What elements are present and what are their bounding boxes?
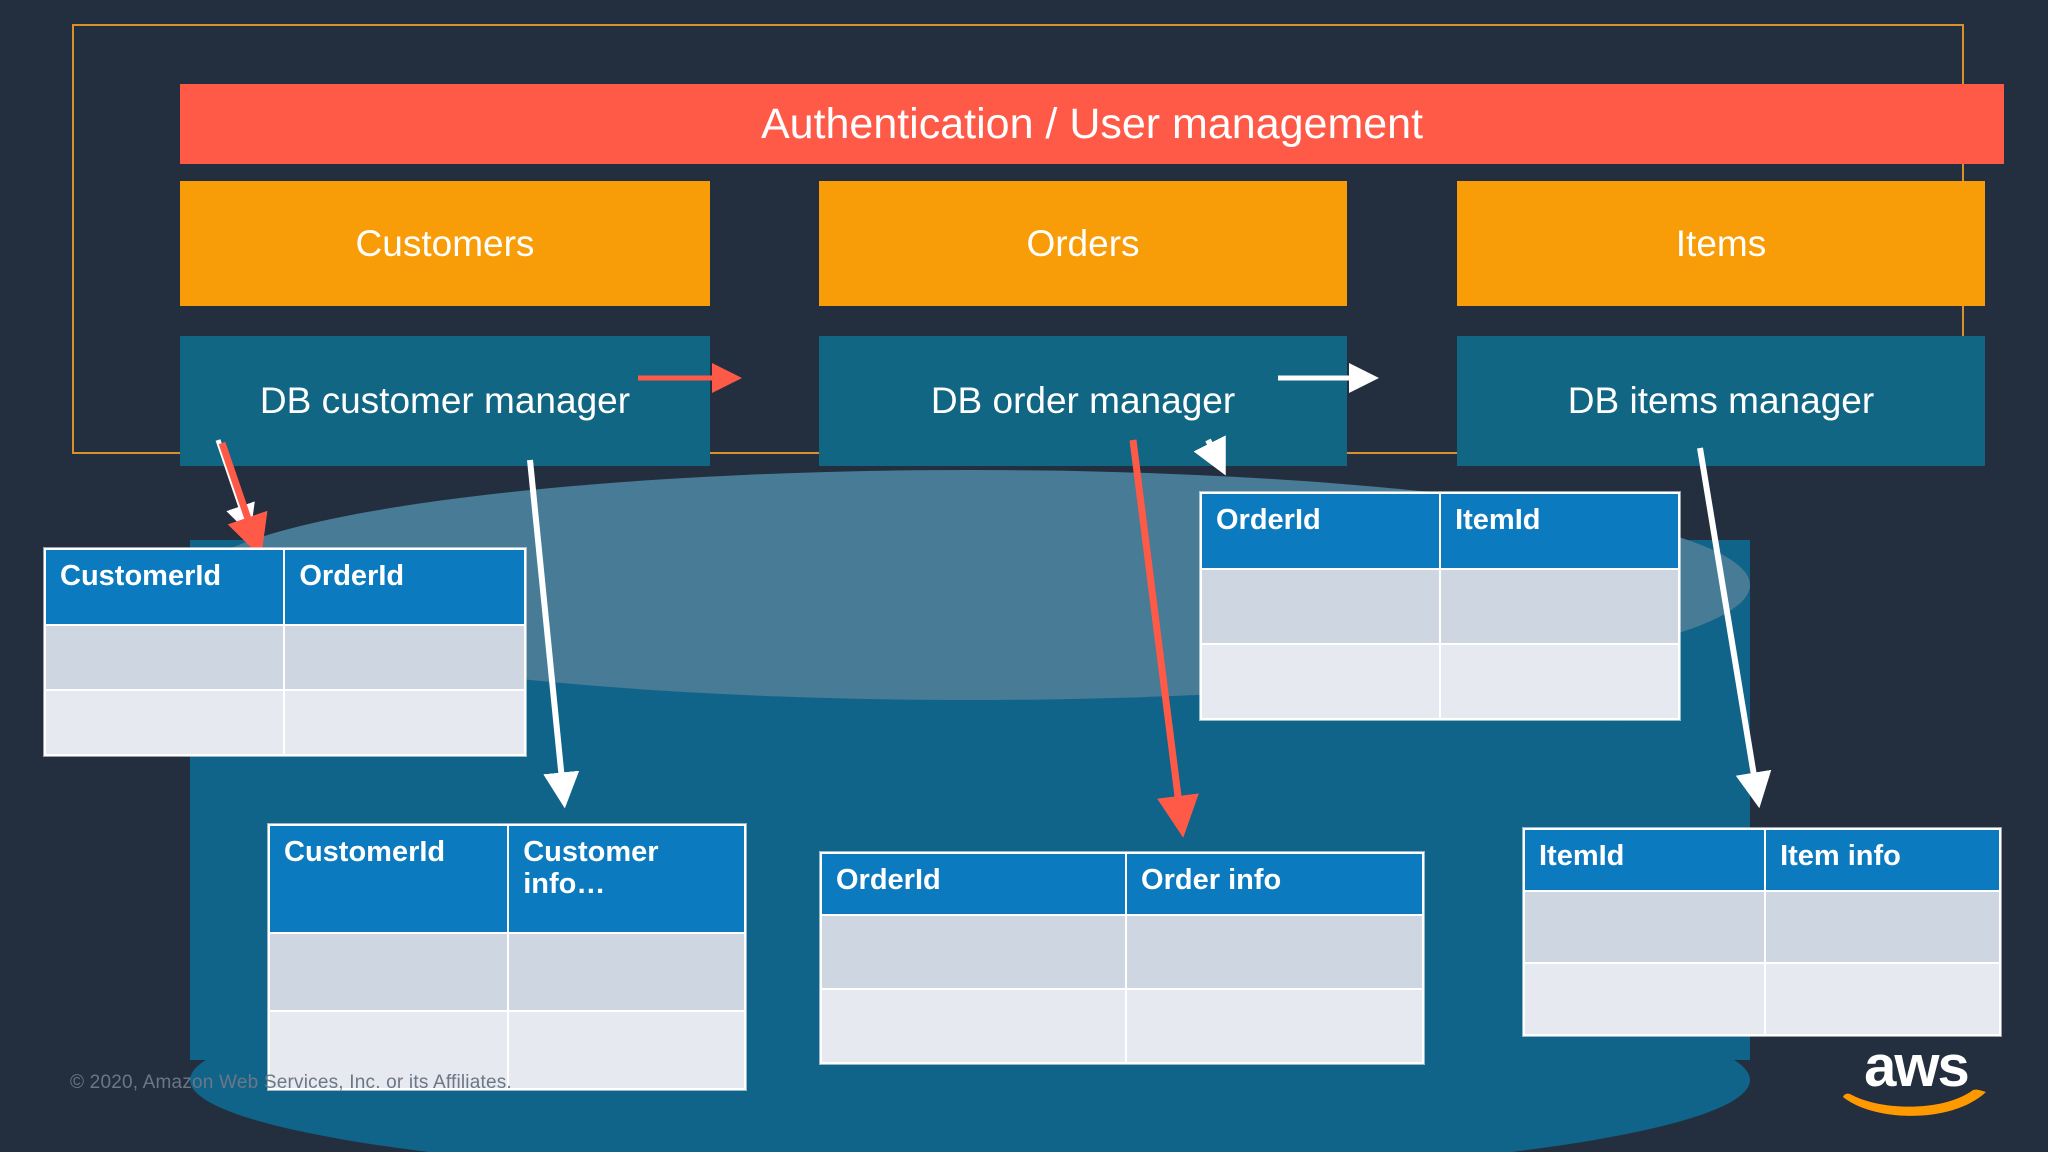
table-header-row: ItemId Item info bbox=[1522, 828, 2001, 892]
table-header-row: CustomerId OrderId bbox=[43, 548, 526, 626]
table-row[interactable] bbox=[43, 624, 526, 691]
table-cell bbox=[1522, 890, 1767, 964]
column-header: CustomerId bbox=[43, 548, 286, 626]
column-header: ItemId bbox=[1522, 828, 1767, 892]
table-cell bbox=[1522, 962, 1767, 1036]
table-cell bbox=[507, 1010, 746, 1090]
table-cell bbox=[1439, 643, 1680, 720]
manager-box-db-customer-manager[interactable]: DB customer manager bbox=[180, 336, 710, 466]
customer-order-table[interactable]: CustomerId OrderId bbox=[43, 548, 526, 756]
column-header: OrderId bbox=[819, 852, 1128, 916]
aws-wordmark: aws bbox=[1864, 1034, 1970, 1099]
table-row[interactable] bbox=[1522, 962, 2001, 1036]
table-cell bbox=[1125, 914, 1424, 990]
table-header-row: OrderId Order info bbox=[819, 852, 1424, 916]
table-cell bbox=[43, 624, 286, 691]
table-row[interactable] bbox=[819, 914, 1424, 990]
table-cell bbox=[267, 932, 510, 1012]
service-box-customers[interactable]: Customers bbox=[180, 181, 710, 306]
column-header: Customer info… bbox=[507, 824, 746, 934]
item-info-table[interactable]: ItemId Item info bbox=[1522, 828, 2001, 1036]
table-cell bbox=[1764, 962, 2001, 1036]
table-cell bbox=[267, 1010, 510, 1090]
column-header: OrderId bbox=[283, 548, 526, 626]
table-row[interactable] bbox=[819, 988, 1424, 1064]
column-header: ItemId bbox=[1439, 492, 1680, 570]
service-box-orders[interactable]: Orders bbox=[819, 181, 1347, 306]
aws-smile-icon bbox=[1843, 1089, 1986, 1116]
table-row[interactable] bbox=[43, 689, 526, 756]
table-header-row: CustomerId Customer info… bbox=[267, 824, 746, 934]
table-cell bbox=[1199, 643, 1442, 720]
table-cell bbox=[1125, 988, 1424, 1064]
table-row[interactable] bbox=[267, 1010, 746, 1090]
manager-box-db-items-manager[interactable]: DB items manager bbox=[1457, 336, 1985, 466]
table-cell bbox=[1199, 568, 1442, 645]
customer-info-table[interactable]: CustomerId Customer info… bbox=[267, 824, 746, 1090]
table-row[interactable] bbox=[267, 932, 746, 1012]
service-box-items[interactable]: Items bbox=[1457, 181, 1985, 306]
table-cell bbox=[819, 988, 1128, 1064]
column-header: Order info bbox=[1125, 852, 1424, 916]
table-cell bbox=[43, 689, 286, 756]
column-header: OrderId bbox=[1199, 492, 1442, 570]
manager-box-db-order-manager[interactable]: DB order manager bbox=[819, 336, 1347, 466]
copyright-text: © 2020, Amazon Web Services, Inc. or its… bbox=[70, 1072, 512, 1093]
auth-banner[interactable]: Authentication / User management bbox=[180, 84, 2004, 164]
column-header: Item info bbox=[1764, 828, 2001, 892]
service-group-frame: Authentication / User management Custome… bbox=[72, 24, 2004, 466]
table-row[interactable] bbox=[1199, 568, 1680, 645]
aws-logo: aws bbox=[1836, 1038, 1996, 1116]
column-header: CustomerId bbox=[267, 824, 510, 934]
table-cell bbox=[819, 914, 1128, 990]
table-header-row: OrderId ItemId bbox=[1199, 492, 1680, 570]
order-info-table[interactable]: OrderId Order info bbox=[819, 852, 1424, 1064]
order-item-table[interactable]: OrderId ItemId bbox=[1199, 492, 1680, 720]
table-cell bbox=[283, 624, 526, 691]
table-row[interactable] bbox=[1199, 643, 1680, 720]
table-row[interactable] bbox=[1522, 890, 2001, 964]
table-cell bbox=[1764, 890, 2001, 964]
table-cell bbox=[1439, 568, 1680, 645]
table-cell bbox=[283, 689, 526, 756]
table-cell bbox=[507, 932, 746, 1012]
